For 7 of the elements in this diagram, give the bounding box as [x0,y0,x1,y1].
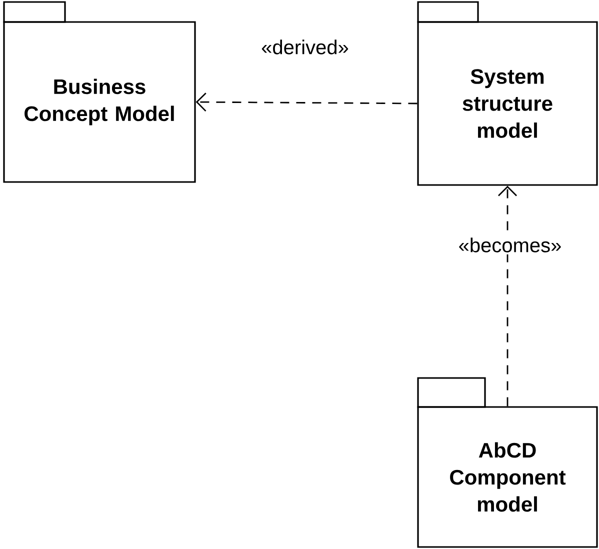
dashed-arrow [498,186,517,406]
package-box: AbCD Component model [417,377,598,548]
dashed-arrow [196,92,418,112]
edge-label: «becomes» [456,236,564,254]
edge-label: «derived» [259,38,351,56]
package-box: System structure model [417,1,598,186]
package-box: Business Concept Model [3,1,196,183]
